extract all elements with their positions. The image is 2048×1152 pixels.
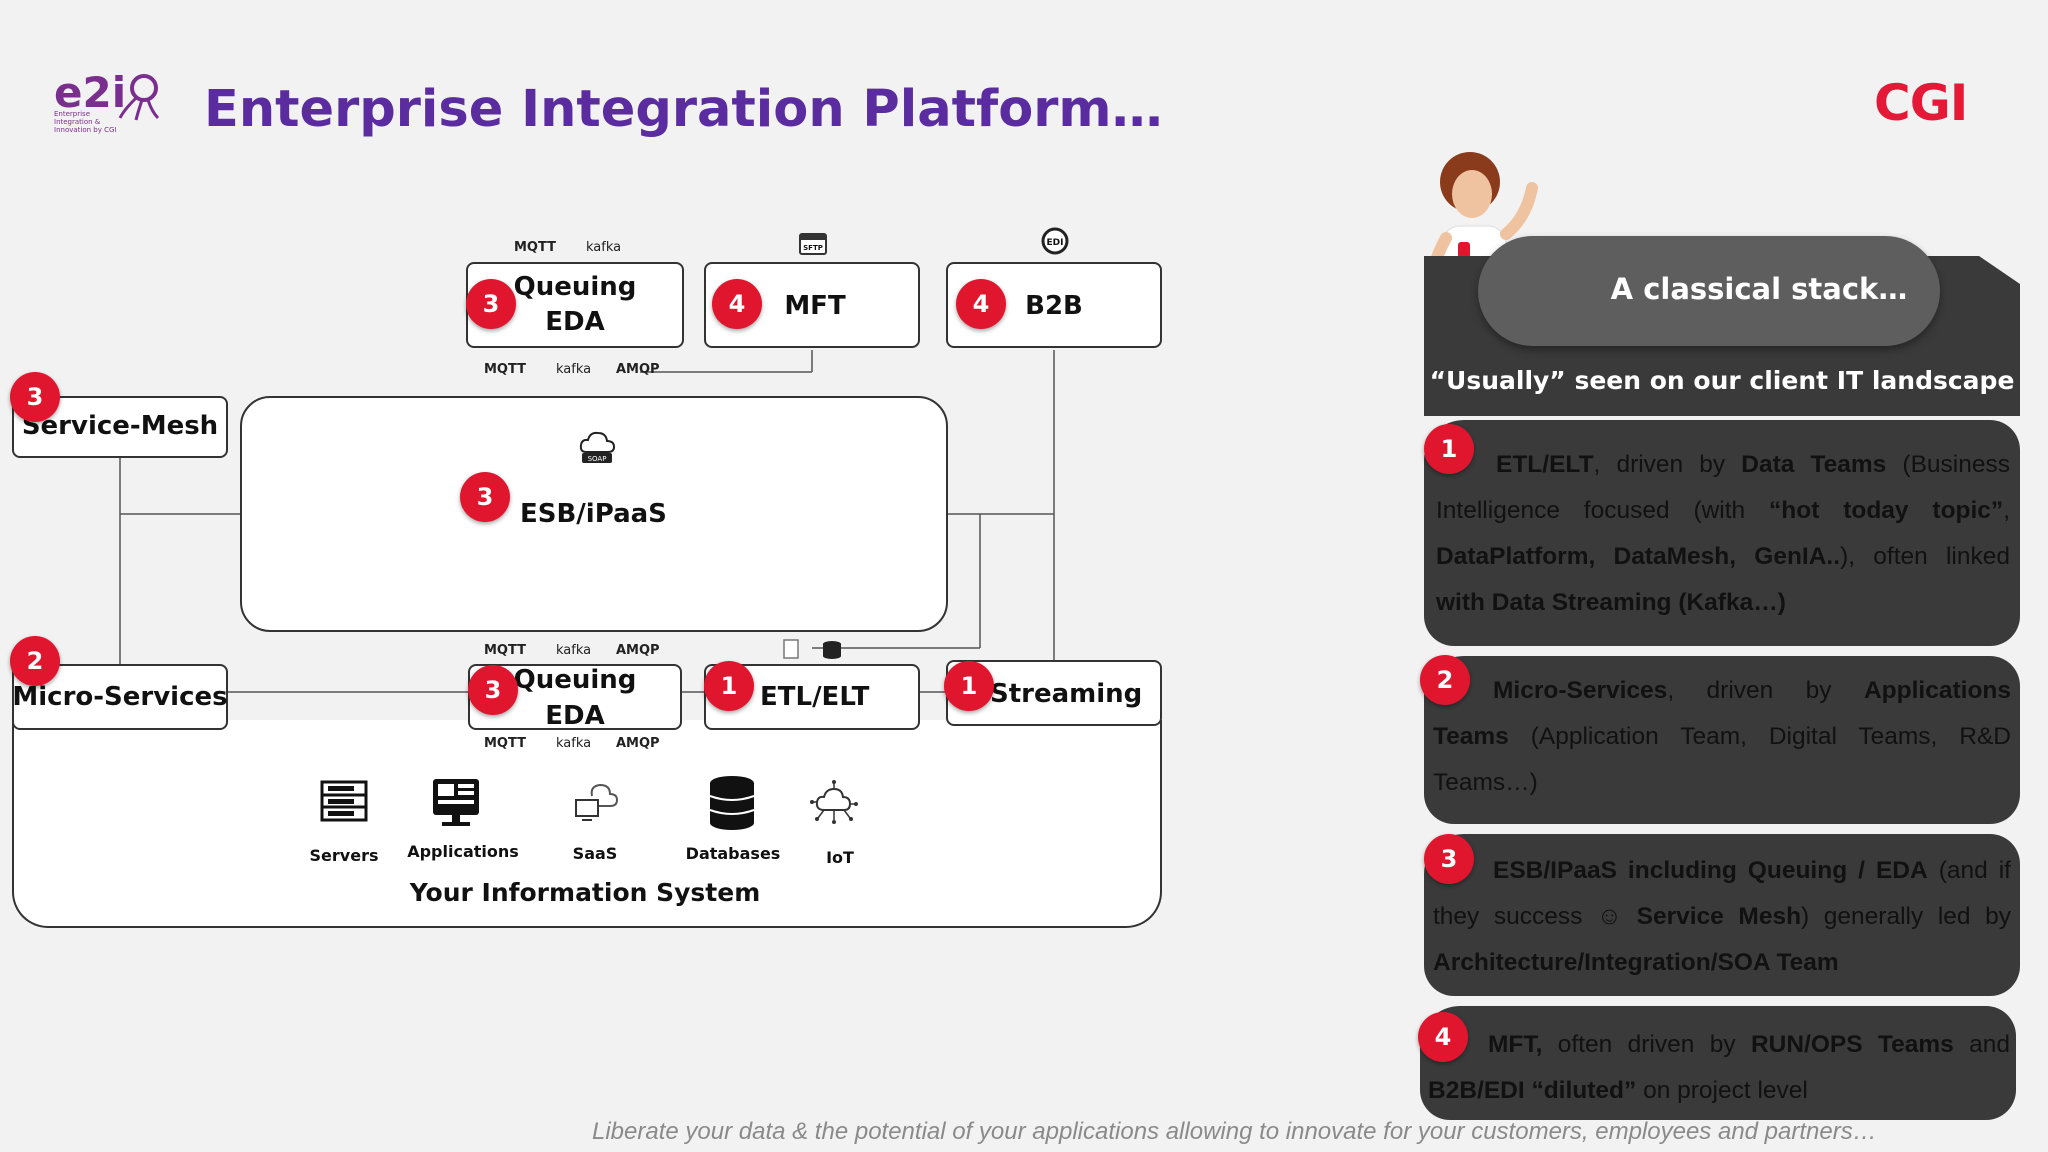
badge-queuing-bottom: 3: [468, 665, 518, 715]
iot-label: IoT: [826, 848, 854, 867]
card-etl-text: ETL/ELT, driven by Data Teams (Business …: [1436, 451, 2010, 616]
badge-queuing-top: 3: [466, 279, 516, 329]
card-badge-4: 4: [1418, 1012, 1468, 1062]
kafka-label: kafka: [556, 362, 592, 377]
amqp-label: AMQP: [616, 643, 660, 658]
card-etl: [1424, 420, 2020, 646]
micro-services-label: Micro-Services: [12, 682, 228, 712]
soap-text: SOAP: [588, 455, 607, 463]
mqtt-label: MQTT: [514, 240, 557, 255]
mqtt-label: MQTT: [484, 736, 527, 751]
stack-heading: A classical stack…: [1610, 272, 1908, 306]
servers-icon: [320, 780, 368, 822]
card-micro-services: [1424, 656, 2020, 824]
amqp-label: AMQP: [616, 736, 660, 751]
databases-icon: [709, 776, 755, 830]
mft-label: MFT: [784, 291, 846, 321]
service-mesh-label: Service-Mesh: [21, 411, 219, 441]
e2i-logo: e2i: [54, 68, 127, 117]
octopus-logo-icon: [118, 74, 160, 121]
edi-icon: EDI: [1041, 227, 1069, 255]
cgi-logo: CGI: [1874, 74, 1968, 132]
footer-tagline: Liberate your data & the potential of yo…: [592, 1118, 1877, 1145]
card-esb: [1424, 834, 2020, 996]
stack-heading-pill: [1478, 236, 1940, 346]
file-database-icon: [783, 639, 841, 659]
queuing-top-line1: Queuing: [513, 272, 637, 302]
badge-mft: 4: [712, 279, 762, 329]
applications-icon: [433, 779, 479, 826]
e2i-logo-subtext: Enterprise Integration & Innovation by C…: [54, 110, 117, 134]
card-micro-services-text: Micro-Services, driven by Applications T…: [1433, 677, 2011, 796]
esb-label: ESB/iPaaS: [520, 499, 667, 529]
card-badge-3: 3: [1424, 834, 1474, 884]
badge-etl: 1: [704, 661, 754, 711]
card-esb-text: ESB/IPaaS including Queuing / EDA (and i…: [1433, 857, 2011, 976]
badge-micro-services: 2: [10, 636, 60, 686]
mqtt-label: MQTT: [484, 643, 527, 658]
card-mft-text: MFT, often driven by RUN/OPS Teams and B…: [1428, 1031, 2010, 1104]
mqtt-label: MQTT: [484, 362, 527, 377]
servers-label: Servers: [309, 846, 379, 865]
databases-label: Databases: [685, 844, 781, 863]
iot-icon: [810, 780, 858, 824]
sftp-text: SFTP: [803, 244, 823, 252]
badge-service-mesh: 3: [10, 372, 60, 422]
badge-streaming: 1: [944, 661, 994, 711]
saas-icon: [575, 783, 619, 821]
sftp-icon: SFTP: [799, 233, 827, 255]
applications-label: Applications: [407, 842, 519, 861]
kafka-label: kafka: [586, 240, 622, 255]
queuing-bottom-line2: EDA: [545, 701, 605, 731]
badge-b2b: 4: [956, 279, 1006, 329]
queuing-bottom-line1: Queuing: [513, 665, 637, 695]
streaming-label: Streaming: [990, 679, 1143, 709]
card-badge-2: 2: [1420, 655, 1470, 705]
card-badge-1: 1: [1424, 424, 1474, 474]
b2b-label: B2B: [1025, 291, 1083, 321]
service-mesh-box[interactable]: [12, 396, 228, 458]
card-mft: [1420, 1006, 2016, 1120]
page-title: Enterprise Integration Platform…: [204, 80, 1163, 139]
saas-label: SaaS: [572, 844, 618, 863]
etl-label: ETL/ELT: [760, 682, 870, 712]
badge-esb: 3: [460, 472, 510, 522]
diagram-connectors: [119, 350, 1055, 693]
amqp-label: AMQP: [616, 362, 660, 377]
information-system-title: Your Information System: [409, 878, 761, 907]
edi-text: EDI: [1047, 238, 1064, 248]
information-system-container: [12, 720, 1162, 928]
queuing-top-line2: EDA: [545, 307, 605, 337]
stack-subheading: “Usually” seen on our client IT landscap…: [1429, 366, 2015, 395]
kafka-label: kafka: [556, 736, 592, 751]
soap-cloud-icon: SOAP: [579, 431, 616, 463]
kafka-label: kafka: [556, 643, 592, 658]
